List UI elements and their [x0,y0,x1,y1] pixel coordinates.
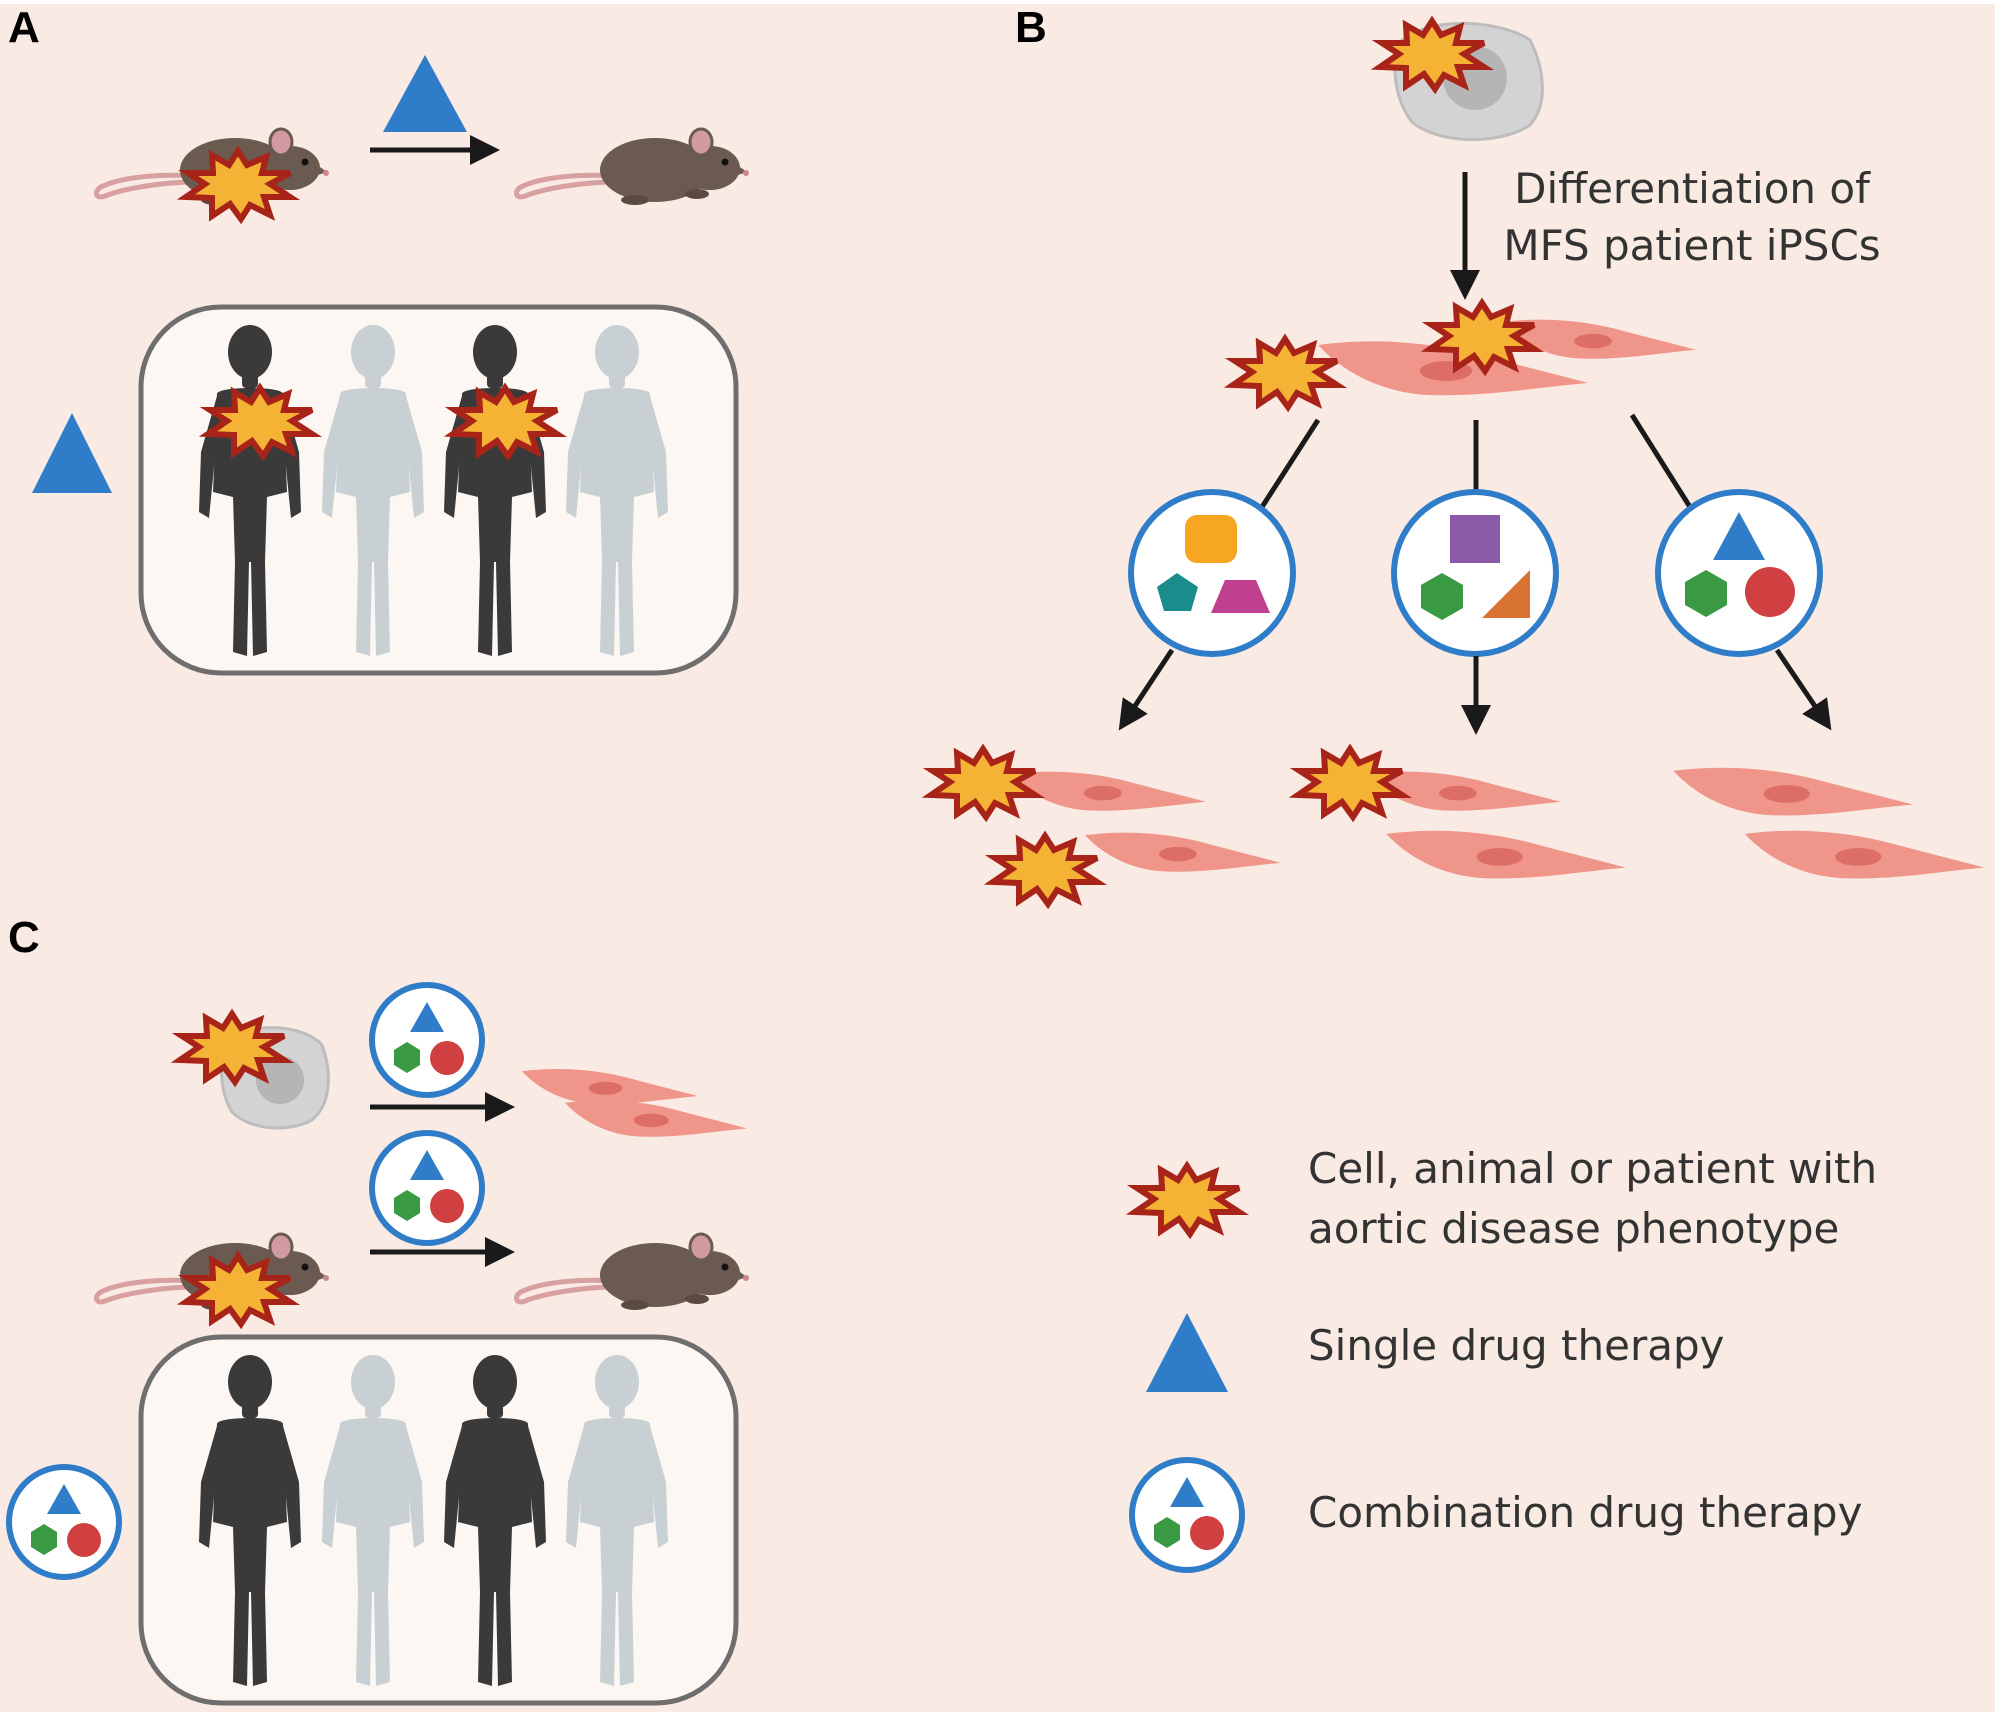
differentiation-caption: MFS patient iPSCs [1503,221,1880,270]
blue-triangle-icon [1713,512,1765,560]
drug-set-1 [1128,489,1296,657]
legend-single-label: Single drug therapy [1308,1321,1724,1370]
drug-set-2 [1391,489,1559,657]
drug-circle [1128,489,1296,657]
legend-phenotype-label: Cell, animal or patient with [1308,1144,1877,1193]
green-hexagon-icon [1685,570,1727,617]
orange-triangle-icon [1482,570,1530,618]
magenta-trapezoid-icon [1211,580,1270,613]
ipsc-nucleus [256,1056,304,1104]
panel-c-label: C [8,913,40,962]
panel-b: B Differentiation of MFS patient iPSCs [931,3,1985,904]
legend: Cell, animal or patient with aortic dise… [1132,1144,1877,1570]
top-border [0,0,1995,4]
combination-drug-icon [9,1467,119,1577]
orange-rounded-square-icon [1185,515,1237,563]
combination-drug-icon [372,1133,482,1243]
panel-a: A [8,3,749,676]
legend-combination-label: Combination drug therapy [1308,1488,1862,1537]
red-circle-icon [1745,567,1795,617]
outcome-arrow [1118,648,1175,731]
legend-phenotype-label: aortic disease phenotype [1308,1204,1839,1253]
panel-b-label: B [1015,3,1047,52]
single-drug-triangle-icon [1146,1313,1228,1392]
green-hexagon-icon [1421,573,1463,620]
combination-drug-icon [1132,1460,1242,1570]
purple-square-icon [1450,515,1500,563]
panel-c: C [8,913,749,1706]
panel-a-label: A [8,3,40,52]
single-drug-triangle-icon [383,55,467,132]
single-drug-triangle-icon [32,413,112,493]
drug-set-3 [1655,489,1823,657]
outcome-arrow [1774,648,1832,731]
branch-line [1259,418,1321,509]
teal-pentagon-icon [1157,573,1198,611]
branch-line [1629,413,1693,509]
combination-drug-icon [372,985,482,1095]
differentiation-caption: Differentiation of [1514,164,1871,213]
